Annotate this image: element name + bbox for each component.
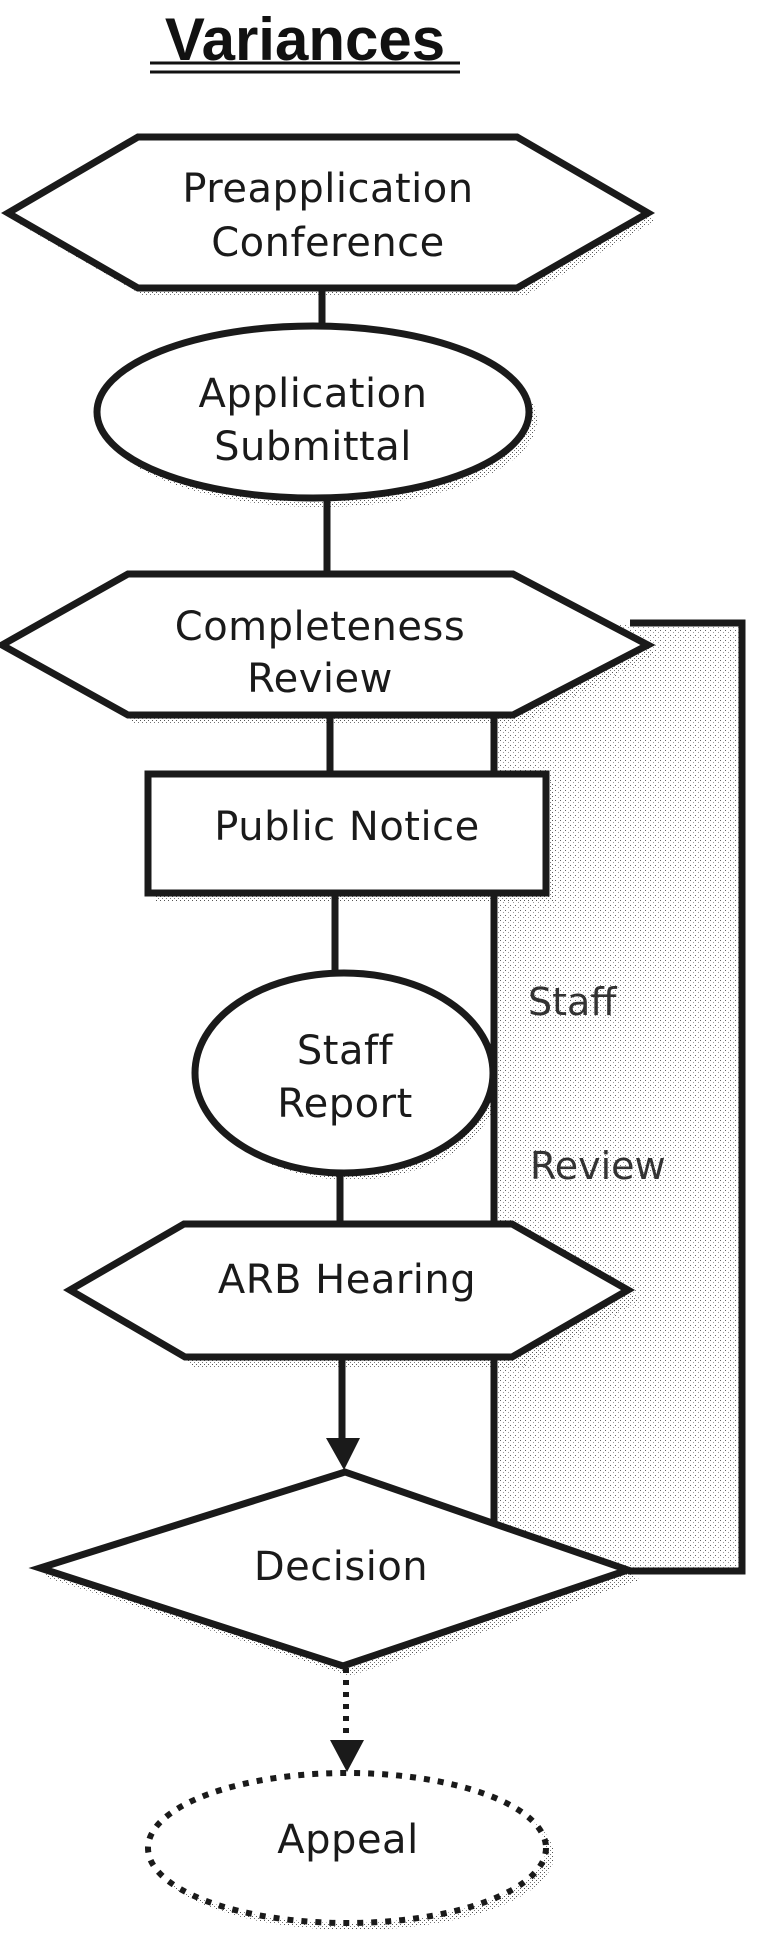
- staff-review-label: Staff Review: [528, 980, 666, 1188]
- node-appeal[interactable]: Appeal: [145, 1770, 549, 1926]
- ellipse-shape: [191, 969, 497, 1177]
- ellipse-shape: [93, 322, 533, 502]
- title-group: Variances: [150, 6, 460, 74]
- node-label: Staff: [297, 1028, 394, 1074]
- hexagon-shape: [63, 1220, 636, 1361]
- return-loop-line: [628, 619, 746, 1575]
- node-label: Completeness: [175, 604, 465, 650]
- node-staff-report[interactable]: Staff Report: [191, 969, 497, 1177]
- hexagon-shape: [0, 570, 656, 719]
- node-label: Public Notice: [214, 804, 479, 850]
- arrowhead-icon: [330, 1740, 364, 1772]
- node-label: ARB Hearing: [218, 1257, 476, 1303]
- node-label: Submittal: [214, 424, 412, 470]
- dotted-ellipse-shape: [145, 1770, 549, 1926]
- node-completeness-review[interactable]: Completeness Review: [0, 570, 656, 719]
- node-label: Report: [277, 1081, 413, 1127]
- node-label: Appeal: [277, 1817, 418, 1863]
- arrowhead-icon: [326, 1438, 360, 1470]
- node-application-submittal[interactable]: Application Submittal: [93, 322, 533, 502]
- staff-review-region: [494, 623, 742, 1571]
- rectangle-shape: [144, 770, 550, 897]
- node-label: Preapplication: [182, 166, 473, 212]
- diamond-shape: [28, 1468, 639, 1670]
- node-label: Review: [247, 656, 393, 702]
- node-preapplication-conference[interactable]: Preapplication Conference: [1, 133, 656, 292]
- node-label: Application: [199, 371, 428, 417]
- node-label: Decision: [254, 1544, 428, 1590]
- hexagon-shape: [1, 133, 656, 292]
- node-public-notice[interactable]: Public Notice: [144, 770, 550, 897]
- side-label: Review: [530, 1144, 666, 1188]
- node-arb-hearing[interactable]: ARB Hearing: [63, 1220, 636, 1361]
- node-label: Conference: [211, 220, 445, 266]
- side-label: Staff: [528, 980, 617, 1024]
- node-decision[interactable]: Decision: [28, 1468, 639, 1670]
